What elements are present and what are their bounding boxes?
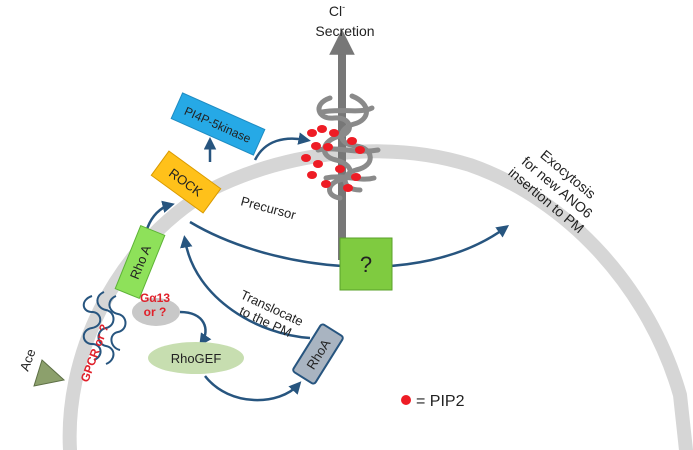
precursor-label: Precursor bbox=[239, 193, 298, 222]
gpcr-receptor bbox=[82, 291, 127, 365]
rhogef-to-rhoa-arrow bbox=[204, 375, 302, 402]
kinase-to-pip2-arrow bbox=[253, 132, 311, 161]
translocate-label: Translocate to the PM bbox=[237, 287, 305, 340]
chloride-label: Cl- bbox=[329, 2, 345, 19]
rhogef-protein bbox=[148, 342, 244, 374]
pip2-cluster bbox=[301, 125, 365, 192]
galpha13-or-label: or ? bbox=[144, 305, 167, 319]
pip2-legend: = PIP2 bbox=[401, 393, 465, 410]
ace-ligand bbox=[33, 359, 66, 387]
galpha-to-rhogef-arrow bbox=[179, 310, 212, 347]
pi4p5kinase-box: PI4P-5kinase bbox=[170, 92, 266, 156]
ace-label: Ace bbox=[17, 347, 39, 373]
pip2-legend-label: = PIP2 bbox=[416, 393, 465, 410]
rhogef-label: RhoGEF bbox=[171, 351, 222, 366]
svg-text:?: ? bbox=[360, 252, 372, 277]
rhoa-pm-box: RhoA bbox=[292, 323, 344, 385]
galpha13-label: Gα13 bbox=[140, 291, 170, 305]
translocate-arrow bbox=[180, 235, 311, 340]
galpha13-protein bbox=[132, 298, 180, 326]
pip2-legend-dot bbox=[401, 395, 411, 405]
unknown-mediator-box: ? bbox=[339, 237, 393, 291]
secretion-label: Secretion bbox=[315, 23, 374, 39]
